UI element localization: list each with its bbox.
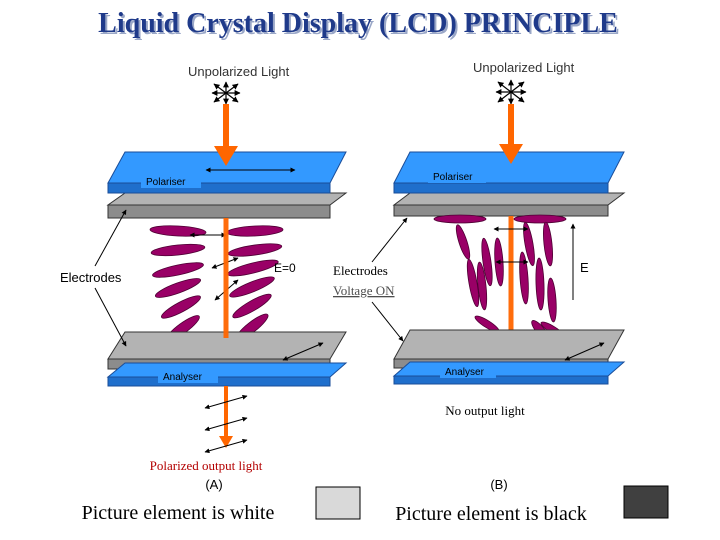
right-crystal-top-row [433, 214, 567, 224]
right-analyser-axis-icon [564, 342, 605, 361]
right-analyser-label-box [440, 365, 496, 378]
left-analyser-axis-icon [282, 342, 324, 361]
black-pixel-swatch [623, 485, 669, 519]
right-analyser-grey-plate [393, 329, 625, 360]
right-light-path-icon [499, 104, 523, 330]
right-polariser-grey-edge [393, 204, 609, 217]
page-title: Liquid Crystal Display (LCD) PRINCIPLE [98, 8, 618, 39]
right-panel-tag: (B) [490, 477, 507, 492]
right-unpolarized-rays-icon [495, 79, 527, 105]
left-panel: Unpolarized Light Polariser [60, 64, 361, 524]
right-polariser-label: Polariser [433, 172, 473, 183]
left-polariser-grey-plate [106, 192, 348, 206]
right-polariser-label-box [428, 170, 486, 183]
right-electrodes-label: Electrodes [333, 263, 388, 278]
right-panel: Unpolarized Light Polariser [333, 60, 669, 525]
title-shadow: Liquid Crystal Display (LCD) PRINCIPLE [100, 10, 620, 41]
right-output-label: No output light [445, 403, 525, 418]
right-analyser-edge [393, 375, 609, 385]
right-voltage-label: Voltage ON [333, 283, 395, 298]
right-analyser-plate [392, 361, 626, 377]
left-polariser-grey-edge [107, 204, 331, 219]
right-field-label: E [580, 260, 589, 275]
left-input-light-label: Unpolarized Light [188, 64, 290, 79]
left-output-polarisation-icon [204, 394, 248, 454]
left-field-label: E=0 [274, 261, 296, 275]
left-analyser-label: Analyser [163, 372, 203, 383]
right-electrodes-pointer-icon [371, 217, 408, 342]
right-caption: Picture element is black [395, 503, 587, 525]
white-pixel-swatch [315, 486, 361, 520]
left-polariser-label-box [141, 175, 201, 188]
right-input-light-label: Unpolarized Light [473, 60, 575, 75]
right-analyser-label: Analyser [445, 367, 485, 378]
left-electrodes-pointer-icon [94, 209, 127, 347]
left-polariser-label: Polariser [146, 177, 186, 188]
left-panel-tag: (A) [205, 477, 222, 492]
left-analyser-plate [106, 362, 348, 378]
left-electrodes-label: Electrodes [60, 270, 122, 285]
left-crystal-molecules [149, 225, 284, 341]
left-analyser-edge [107, 376, 331, 387]
right-polariser-grey-plate [392, 192, 626, 206]
left-unpolarized-rays-icon [211, 81, 241, 105]
left-analyser-label-box [158, 370, 218, 383]
left-output-label: Polarized output light [150, 458, 263, 473]
left-caption: Picture element is white [82, 502, 275, 524]
right-polarisation-arrow-icon [493, 226, 529, 265]
right-polariser-edge [393, 182, 609, 194]
